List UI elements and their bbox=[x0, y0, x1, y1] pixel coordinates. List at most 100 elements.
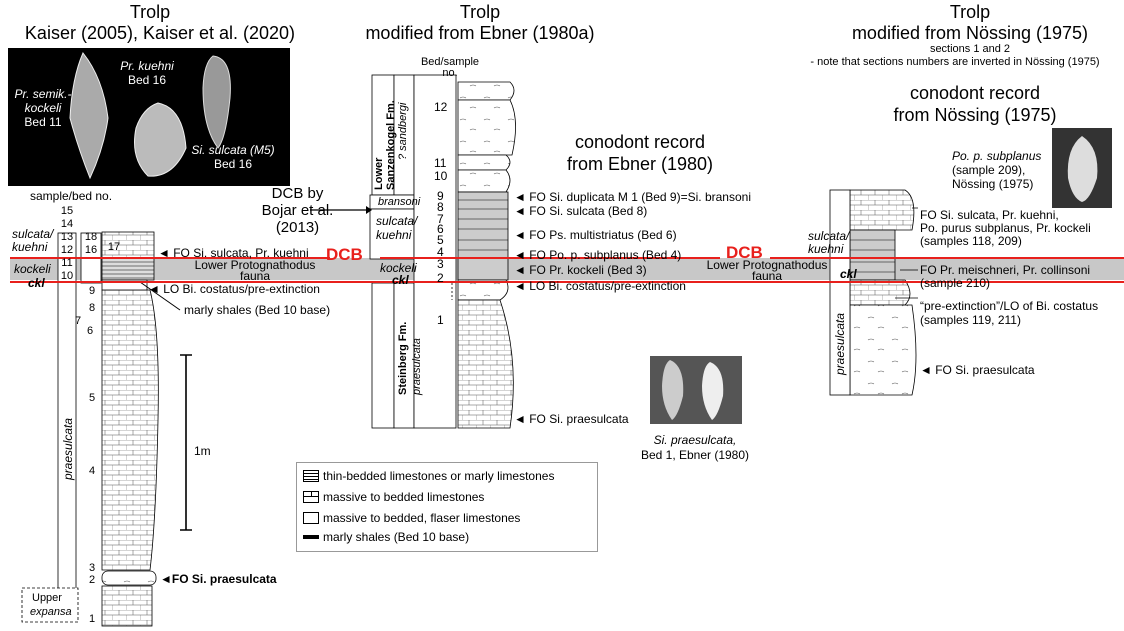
legend-swatch-marly-shales bbox=[303, 535, 319, 539]
protognathodus-left-1: Lower Protognathodus bbox=[194, 258, 316, 272]
mid-photo-caption-2: Bed 1, Ebner (1980) bbox=[640, 448, 750, 462]
bed-1: 1 bbox=[88, 613, 96, 625]
left-zone-expansa-1: Upper bbox=[32, 592, 62, 604]
fossil-photo-middle bbox=[650, 356, 742, 424]
mid-formation-lower: Steinberg Fm. bbox=[397, 321, 409, 395]
right-photo-caption-2: (sample 209), bbox=[952, 163, 1026, 177]
mid-bed-7-label: 7 bbox=[437, 212, 444, 226]
right-event-1-c: (samples 118, 209) bbox=[920, 234, 1022, 248]
left-lithology-body bbox=[101, 289, 159, 571]
mid-photo-caption-1: Si. praesulcata, bbox=[653, 433, 737, 447]
mid-record-title-1: conodont record bbox=[574, 132, 706, 152]
legend-box: thin-bedded limestones or marly limeston… bbox=[296, 462, 598, 552]
right-zone-ckl: ckl bbox=[840, 267, 857, 281]
right-pointer-lines bbox=[895, 207, 918, 299]
right-bed-lines bbox=[850, 239, 895, 273]
bed-12: 12 bbox=[60, 244, 74, 256]
left-zone-kockeli: kockeli bbox=[14, 262, 51, 276]
right-zone-sulcata-1: sulcata/ bbox=[808, 229, 850, 243]
mid-event-2: ◄ FO Si. sulcata (Bed 8) bbox=[514, 204, 648, 218]
legend-swatch-massive bbox=[303, 491, 319, 503]
mid-bed-12a bbox=[457, 81, 515, 101]
mid-bed-10-label: 10 bbox=[434, 169, 448, 183]
mid-bed-11 bbox=[457, 154, 511, 171]
mid-beds-4-9 bbox=[457, 191, 509, 259]
left-expansa-box bbox=[21, 587, 79, 623]
left-zone-ckl: ckl bbox=[28, 276, 45, 290]
fossil-shapes-left bbox=[69, 52, 231, 180]
mid-zone-sulcata-1: sulcata/ bbox=[376, 214, 418, 228]
legend-item-3: massive to bedded, flaser limestones bbox=[323, 511, 521, 525]
fossil-shapes-middle bbox=[662, 360, 724, 420]
mid-header-1: Bed/sample bbox=[420, 56, 480, 68]
right-zone-praesulcata: praesulcata bbox=[833, 312, 847, 375]
fossil-photo-right bbox=[1052, 128, 1112, 208]
mid-bed-5-label: 5 bbox=[437, 233, 444, 247]
bed-2: 2 bbox=[88, 574, 96, 586]
right-zone-column bbox=[829, 189, 851, 396]
formation-lower-box bbox=[371, 282, 395, 429]
bed-7: 7 bbox=[74, 315, 82, 327]
bojar-arrowhead bbox=[366, 206, 372, 214]
left-fo-praesulcata: ◄FO Si. praesulcata bbox=[160, 572, 277, 586]
mid-zone-bransoni: bransoni bbox=[378, 196, 421, 208]
title-left-1: Trolp bbox=[129, 2, 171, 22]
title-right-sub-1: sections 1 and 2 bbox=[929, 43, 1011, 55]
bojar-1: DCB by bbox=[271, 185, 324, 202]
label-semik-2: kockeli bbox=[24, 101, 62, 115]
right-event-3-b: (samples 119, 211) bbox=[920, 313, 1021, 327]
bed-11: 11 bbox=[61, 257, 73, 269]
protognathodus-right-1: Lower Protognathodus bbox=[706, 258, 828, 272]
left-bed-2 bbox=[101, 570, 157, 586]
mid-bed-3 bbox=[457, 257, 509, 281]
left-zone-sulcata-2: kuehni bbox=[12, 240, 48, 254]
bed-5: 5 bbox=[88, 392, 96, 404]
left-header: sample/bed no. bbox=[30, 189, 113, 203]
legend-swatch-flaser bbox=[303, 512, 319, 524]
title-middle-1: Trolp bbox=[459, 2, 501, 22]
marly-shale-pointer bbox=[139, 281, 181, 311]
fossil-shape-right bbox=[1067, 136, 1098, 202]
mid-bed-10 bbox=[457, 169, 511, 193]
left-zone-praesulcata: praesulcata bbox=[61, 417, 75, 480]
mid-zone-ckl: ckl bbox=[392, 273, 409, 287]
label-kuehni-2: Bed 16 bbox=[127, 73, 167, 87]
label-kuehni-1: Pr. kuehni bbox=[120, 59, 174, 73]
title-right-2: modified from Nössing (1975) bbox=[851, 23, 1089, 43]
dcb-label-left: DCB bbox=[326, 245, 363, 264]
middle-bed-number-column bbox=[413, 74, 457, 429]
left-zone-sulcata-1: sulcata/ bbox=[12, 227, 54, 241]
bed-17: 17 bbox=[107, 241, 121, 253]
mid-event-4: ◄ FO Po. p. subplanus (Bed 4) bbox=[514, 248, 682, 262]
legend-item-1: thin-bedded limestones or marly limeston… bbox=[323, 469, 555, 483]
mid-bed-4-label: 4 bbox=[437, 245, 444, 259]
right-photo-caption-1: Po. p. subplanus bbox=[952, 149, 1042, 163]
mid-event-5: ◄ FO Pr. kockeli (Bed 3) bbox=[514, 263, 647, 277]
mid-record-title-2: from Ebner (1980) bbox=[566, 154, 714, 174]
mid-header-2: no. bbox=[442, 67, 458, 79]
right-lower-unit bbox=[849, 304, 917, 396]
left-bed-9 bbox=[101, 279, 148, 291]
right-event-1-a: FO Si. sulcata, Pr. kuehni, bbox=[920, 208, 1059, 222]
mid-event-3: ◄ FO Ps. multistriatus (Bed 6) bbox=[514, 228, 677, 242]
left-thin-bedded-unit bbox=[101, 257, 155, 281]
mid-bed-lines bbox=[458, 199, 508, 251]
mid-event-1: ◄ FO Si. duplicata M 1 (Bed 9)=Si. brans… bbox=[514, 190, 751, 204]
bojar-2: Bojar et al. bbox=[261, 202, 334, 219]
mid-bed-2-label: 2 bbox=[437, 271, 444, 285]
title-right-sub-2: - note that sections numbers are inverte… bbox=[810, 56, 1100, 68]
right-middle-unit bbox=[849, 279, 911, 306]
right-upper-unit bbox=[849, 189, 915, 231]
mid-bed-12 bbox=[457, 99, 516, 156]
protognathodus-right-2: fauna bbox=[751, 269, 783, 283]
bed-6: 6 bbox=[86, 325, 94, 337]
left-lo-costatus: ◄ LO Bi. costatus/pre-extinction bbox=[148, 282, 320, 296]
bed-4: 4 bbox=[88, 465, 96, 477]
mid-zone-sandbergi: ? sandbergi bbox=[397, 102, 409, 161]
mid-bed-8-label: 8 bbox=[437, 200, 444, 214]
bed-9: 9 bbox=[88, 285, 96, 297]
left-zone-expansa-2: expansa bbox=[30, 606, 72, 618]
bed-16: 16 bbox=[84, 244, 98, 256]
mid-bed-12-label: 12 bbox=[434, 100, 448, 114]
